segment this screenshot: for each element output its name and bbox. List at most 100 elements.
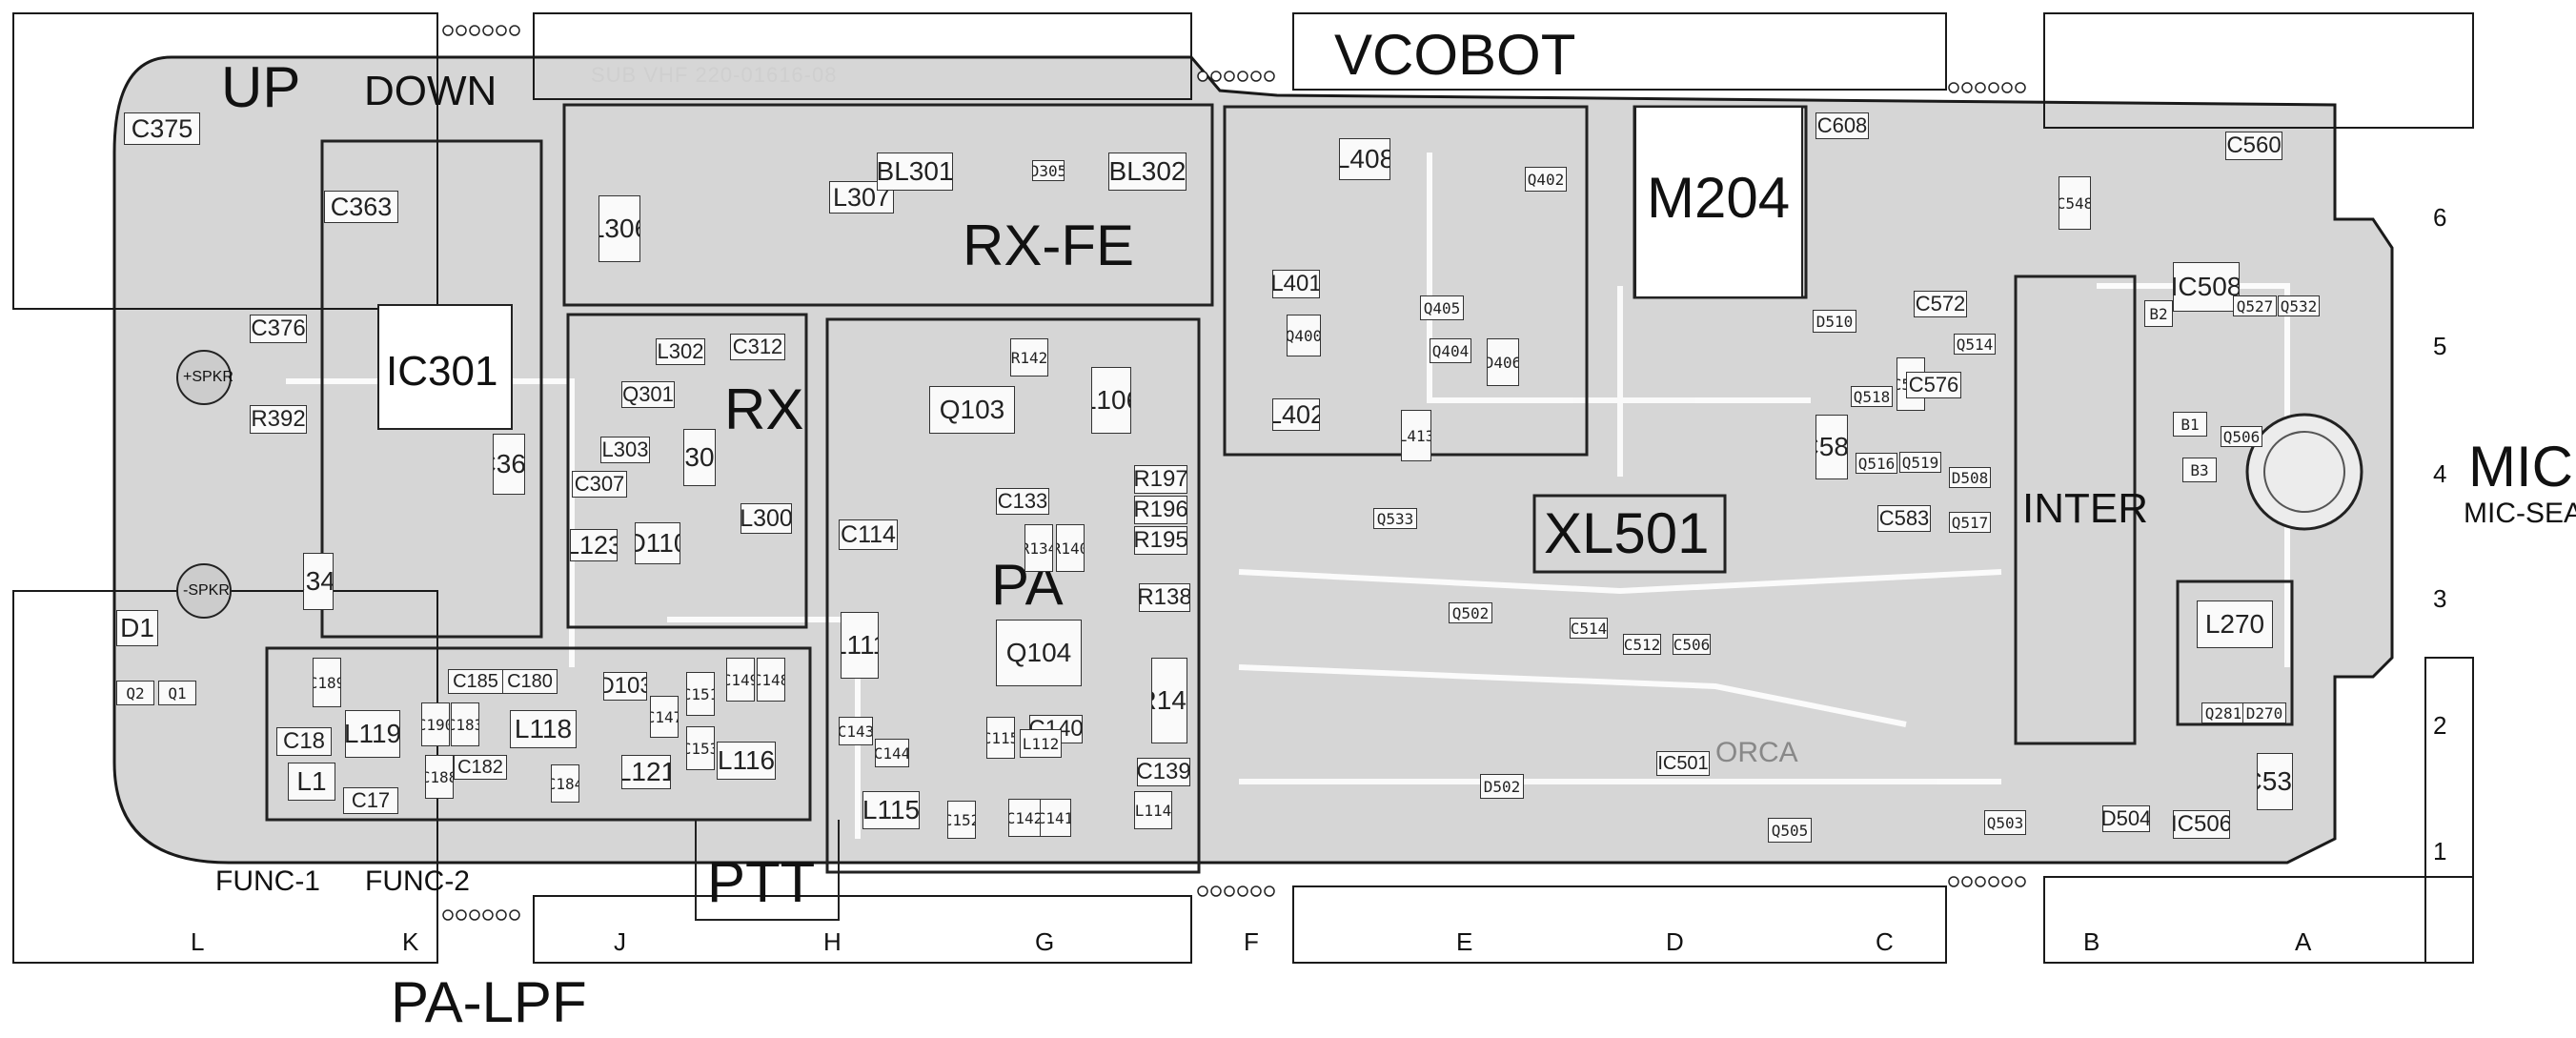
component-c190: C190 — [421, 702, 450, 746]
component-r392: R392 — [250, 405, 307, 434]
component-d502: D502 — [1480, 774, 1524, 799]
component-l302: L302 — [656, 338, 705, 365]
component-c608: C608 — [1815, 112, 1869, 139]
component-q533: Q533 — [1373, 508, 1417, 529]
component-c363: C363 — [324, 191, 398, 223]
connector-func-1: FUNC-1 — [215, 865, 320, 897]
component-l402: L402 — [1272, 398, 1320, 431]
component-c142: C142 — [1008, 799, 1041, 837]
component-q532: Q532 — [2278, 295, 2320, 316]
component-c151: C151 — [686, 672, 715, 716]
component-q503: Q503 — [1984, 810, 2026, 835]
component-l303: L303 — [600, 437, 650, 463]
component-ic508: IC508 — [2173, 262, 2240, 312]
section-m204: M204 — [1647, 166, 1791, 230]
component-q404: Q404 — [1430, 338, 1471, 363]
component-c530: C530 — [2257, 753, 2293, 810]
grid-row-2: 2 — [2433, 711, 2447, 740]
grid-col-l: L — [191, 927, 205, 956]
component-c17: C17 — [343, 787, 398, 814]
component-c514: C514 — [1570, 618, 1608, 639]
grid-col-j: J — [614, 927, 626, 956]
connector-up: UP — [221, 55, 301, 119]
component-r138: R138 — [1139, 583, 1190, 612]
grid-row-1: 1 — [2433, 837, 2447, 865]
component-c18: C18 — [276, 727, 332, 756]
component-l413: L413 — [1401, 410, 1431, 461]
component-d103: D103 — [603, 672, 647, 701]
component-b1: B1 — [2173, 412, 2207, 437]
component-c512: C512 — [1623, 634, 1661, 655]
component-c148: C148 — [757, 658, 785, 702]
component-l106: L106 — [1091, 367, 1131, 434]
component-c143: C143 — [839, 717, 873, 745]
mic-seal-label: MIC-SEAL — [2464, 498, 2576, 529]
grid-row-6: 6 — [2433, 203, 2447, 232]
component-q519: Q519 — [1899, 452, 1941, 473]
component-d508: D508 — [1949, 467, 1991, 488]
component-c548: C548 — [2059, 176, 2091, 230]
component-c183: C183 — [451, 702, 479, 746]
board-part-number: SUB VHF 220-01616-08 — [591, 63, 838, 87]
component-d305: D305 — [1032, 160, 1065, 181]
connector-down: DOWN — [364, 68, 497, 114]
component-l401: L401 — [1272, 270, 1320, 298]
component-c588: C588 — [1815, 415, 1848, 479]
component-c152: C152 — [947, 801, 976, 839]
component-q516: Q516 — [1856, 453, 1897, 474]
component-l119: L119 — [345, 710, 400, 758]
grid-col-k: K — [402, 927, 419, 956]
grid-col-d: D — [1666, 927, 1684, 956]
component-d406: D406 — [1487, 338, 1519, 386]
component-c184: C184 — [551, 764, 579, 803]
component-l301: L301 — [683, 429, 716, 486]
section-rx: RX — [724, 377, 804, 441]
component-l114: L114 — [1134, 791, 1172, 829]
component-d270: D270 — [2242, 702, 2286, 723]
component-d110: D110 — [635, 522, 680, 564]
component-q400: Q400 — [1287, 315, 1321, 356]
component-c364: C364 — [493, 434, 525, 495]
component-l306: L306 — [598, 195, 640, 262]
plus-speaker-pad: +SPKR — [183, 369, 233, 385]
connector-mic: MIC — [2468, 435, 2573, 499]
component-c180: C180 — [502, 669, 558, 694]
component-c153: C153 — [686, 726, 715, 770]
component-l115: L115 — [862, 791, 920, 829]
component-c572: C572 — [1914, 291, 1967, 317]
component-bl301: BL301 — [877, 153, 953, 191]
component-c139: C139 — [1137, 758, 1190, 786]
orca-logo: ORCA — [1715, 737, 1798, 768]
component-l112: L112 — [1020, 729, 1062, 758]
component-r195: R195 — [1134, 526, 1187, 555]
grid-col-a: A — [2295, 927, 2312, 956]
component-q104: Q104 — [996, 620, 1082, 686]
component-q281: Q281 — [2201, 702, 2245, 723]
component-l116: L116 — [717, 742, 776, 780]
component-c185: C185 — [448, 669, 503, 694]
component-b2: B2 — [2144, 300, 2173, 327]
component-c307: C307 — [572, 471, 627, 498]
section-xl501: XL501 — [1544, 501, 1710, 565]
component-c375: C375 — [124, 112, 200, 145]
component-r197: R197 — [1134, 465, 1187, 494]
component-l123: L123 — [570, 529, 618, 561]
component-c189: C189 — [313, 658, 341, 707]
component-ic501: IC501 — [1656, 751, 1710, 776]
component-l111: L111 — [841, 612, 879, 679]
component-c312: C312 — [730, 334, 785, 360]
component-r142: R142 — [1010, 338, 1048, 377]
minus-speaker-pad: -SPKR — [183, 582, 230, 599]
component-l408: L408 — [1339, 138, 1390, 180]
component-d504: D504 — [2102, 805, 2150, 832]
grid-col-f: F — [1244, 927, 1259, 956]
component-c182: C182 — [454, 755, 507, 780]
grid-row-3: 3 — [2433, 584, 2447, 613]
section-inter: INTER — [2022, 485, 2148, 532]
component-ic506: IC506 — [2173, 810, 2230, 839]
component-c560: C560 — [2225, 132, 2282, 160]
component-q301: Q301 — [621, 381, 675, 408]
component-r140: R140 — [1056, 524, 1085, 572]
component-q514: Q514 — [1954, 334, 1996, 355]
